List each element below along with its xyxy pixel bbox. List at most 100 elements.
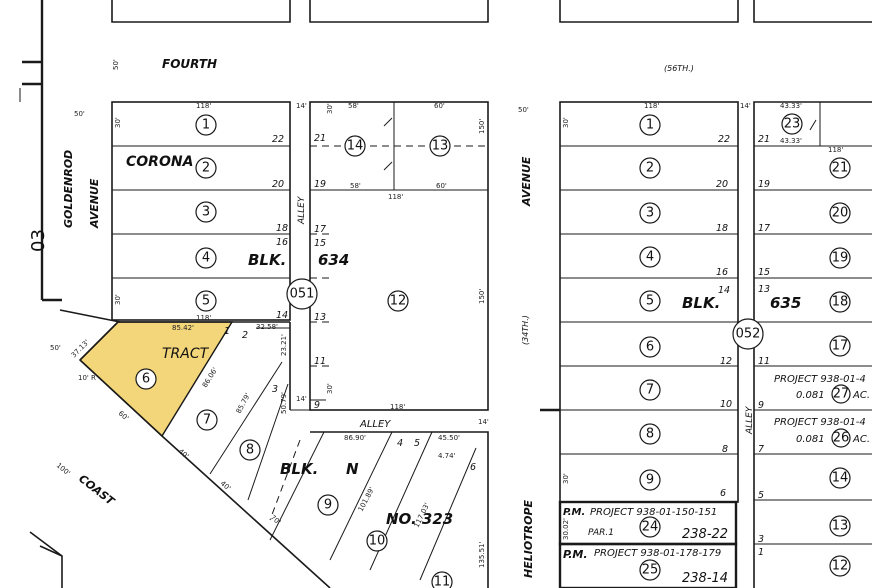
svg-text:6: 6 xyxy=(142,372,150,387)
svg-text:118': 118' xyxy=(388,193,403,201)
svg-text:P.M.: P.M. xyxy=(563,507,585,518)
svg-text:9: 9 xyxy=(646,473,654,488)
svg-text:118': 118' xyxy=(390,403,405,411)
svg-text:5: 5 xyxy=(202,294,210,309)
parcel-left-5[interactable]: 5 xyxy=(195,290,217,312)
parcel-far-13[interactable]: 13 xyxy=(829,515,851,537)
svg-text:PAR.1: PAR.1 xyxy=(588,528,614,538)
svg-text:23: 23 xyxy=(784,117,801,132)
parcel-right-9[interactable]: 9 xyxy=(639,469,661,491)
parcel-far-18[interactable]: 18 xyxy=(829,291,851,313)
svg-text:9: 9 xyxy=(314,400,320,411)
svg-text:14: 14 xyxy=(276,310,288,321)
parcel-left-1[interactable]: 1 xyxy=(195,114,217,136)
svg-text:0.081: 0.081 xyxy=(796,434,825,445)
svg-text:17: 17 xyxy=(832,339,849,354)
parcel-far-17[interactable]: 17 xyxy=(829,335,851,357)
parcel-right-4[interactable]: 4 xyxy=(639,246,661,268)
svg-text:12: 12 xyxy=(390,294,407,309)
parcel-center-14[interactable]: 14 xyxy=(344,135,366,157)
svg-text:11: 11 xyxy=(758,356,770,367)
parcel-left-3[interactable]: 3 xyxy=(195,201,217,223)
svg-text:60': 60' xyxy=(434,102,445,110)
parcel-far-20[interactable]: 20 xyxy=(829,202,851,224)
svg-text:50': 50' xyxy=(74,110,85,118)
svg-text:5: 5 xyxy=(414,438,420,449)
svg-text:2: 2 xyxy=(242,330,248,341)
svg-text:118': 118' xyxy=(196,314,211,322)
parcel-left-9[interactable]: 9 xyxy=(317,494,339,516)
svg-text:40': 40' xyxy=(219,479,232,492)
parcel-right-8[interactable]: 8 xyxy=(639,423,661,445)
svg-text:14: 14 xyxy=(832,471,849,486)
parcel-right-3[interactable]: 3 xyxy=(639,202,661,224)
svg-text:30.02': 30.02' xyxy=(562,518,570,540)
label-no-323: NO. 323 xyxy=(386,510,453,528)
parcel-map-project-24[interactable]: P.M. PROJECT 938-01-150-151 PAR.1 24 238… xyxy=(563,507,728,542)
svg-text:PROJECT 938-01-178-179: PROJECT 938-01-178-179 xyxy=(594,548,721,559)
parcel-left-7[interactable]: 7 xyxy=(196,409,218,431)
block-n-area xyxy=(269,431,489,588)
svg-text:PROJECT 938-01-4: PROJECT 938-01-4 xyxy=(774,374,866,385)
svg-text:16: 16 xyxy=(716,267,728,278)
svg-text:30': 30' xyxy=(326,103,334,114)
svg-text:86.06': 86.06' xyxy=(201,366,219,389)
svg-text:25: 25 xyxy=(642,563,659,578)
parcel-map-project-25[interactable]: P.M. PROJECT 938-01-178-179 25 238-14 xyxy=(563,548,728,586)
svg-text:AC.: AC. xyxy=(852,390,870,401)
book-page-052[interactable]: 052 xyxy=(732,318,764,350)
parcel-center-13[interactable]: 13 xyxy=(429,135,451,157)
svg-text:20: 20 xyxy=(832,206,849,221)
svg-text:PROJECT 938-01-150-151: PROJECT 938-01-150-151 xyxy=(590,507,717,518)
block-634-left xyxy=(111,101,291,321)
parcel-far-12[interactable]: 12 xyxy=(829,555,851,577)
svg-text:8: 8 xyxy=(246,443,254,458)
parcel-right-1[interactable]: 1 xyxy=(639,114,661,136)
svg-text:12: 12 xyxy=(720,356,732,367)
parcel-right-2[interactable]: 2 xyxy=(639,157,661,179)
svg-text:85.42': 85.42' xyxy=(172,324,194,332)
book-page-051[interactable]: 051 xyxy=(286,278,318,310)
svg-text:5: 5 xyxy=(758,490,764,501)
svg-text:15: 15 xyxy=(758,267,770,278)
parcel-center-12[interactable]: 12 xyxy=(387,290,409,312)
parcel-far-21[interactable]: 21 xyxy=(829,157,851,179)
svg-text:60': 60' xyxy=(117,409,130,422)
parcel-right-7[interactable]: 7 xyxy=(639,379,661,401)
label-blk-n: BLK. xyxy=(280,460,318,478)
svg-text:13: 13 xyxy=(432,139,449,154)
svg-text:45.50': 45.50' xyxy=(438,434,460,442)
parcel-right-6[interactable]: 6 xyxy=(639,336,661,358)
svg-text:32.58': 32.58' xyxy=(256,323,278,331)
svg-text:3: 3 xyxy=(272,384,278,395)
parcel-left-10[interactable]: 10 xyxy=(366,530,388,552)
svg-text:6: 6 xyxy=(470,462,476,473)
parcel-left-4[interactable]: 4 xyxy=(195,247,217,269)
svg-text:6: 6 xyxy=(720,488,726,499)
svg-text:4.74': 4.74' xyxy=(438,452,456,460)
svg-text:18: 18 xyxy=(716,223,728,234)
street-avenue-left: AVENUE xyxy=(88,178,101,229)
svg-text:8: 8 xyxy=(722,444,728,455)
parcel-far-23[interactable]: 23 xyxy=(781,113,803,135)
parcel-far-19[interactable]: 19 xyxy=(829,247,851,269)
svg-text:14': 14' xyxy=(296,395,307,403)
parcel-left-2[interactable]: 2 xyxy=(195,157,217,179)
parcel-left-11[interactable]: 11 xyxy=(431,571,453,588)
parcel-far-14[interactable]: 14 xyxy=(829,467,851,489)
parcel-left-8[interactable]: 8 xyxy=(239,439,261,461)
parcel-right-5[interactable]: 5 xyxy=(639,290,661,312)
svg-text:14: 14 xyxy=(347,139,364,154)
svg-text:19: 19 xyxy=(832,251,849,266)
svg-text:30': 30' xyxy=(114,294,122,305)
svg-text:150': 150' xyxy=(478,119,486,134)
coast-highway-edge xyxy=(161,435,331,588)
block-635-right xyxy=(753,101,872,588)
parcel-left-6[interactable]: 6 xyxy=(135,368,157,390)
svg-text:19: 19 xyxy=(758,179,770,190)
svg-text:4: 4 xyxy=(646,250,654,265)
svg-text:2: 2 xyxy=(646,161,654,176)
svg-text:20: 20 xyxy=(716,179,728,190)
svg-text:4: 4 xyxy=(397,438,403,449)
svg-text:50.79': 50.79' xyxy=(280,392,288,414)
